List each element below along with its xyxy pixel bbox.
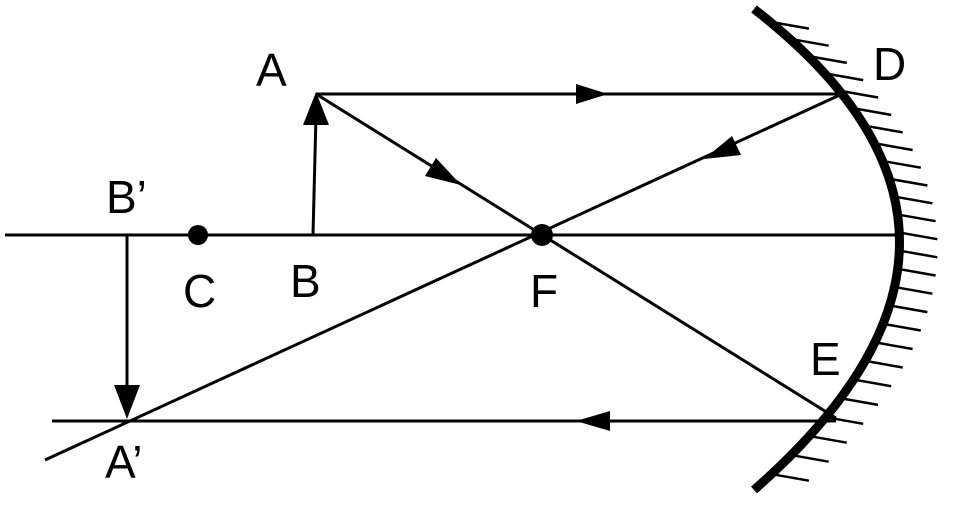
hatch-mark [868,360,903,369]
hatch-mark [812,435,848,444]
label-a-prime: A’ [105,436,143,488]
hatch-mark [903,231,938,241]
point-c [188,225,208,245]
image-arrow-head [114,385,140,419]
hatch-mark [828,72,864,82]
label-a: A [256,44,287,96]
hatch-mark [898,196,933,205]
label-f: F [530,265,558,317]
mirror-hatching [774,21,938,482]
hatch-mark [886,323,922,332]
label-b-prime: B’ [106,171,147,223]
hatch-mark [893,304,928,314]
hatch-mark [903,250,938,259]
hatch-mark [898,286,933,295]
point-f [531,224,553,246]
hatch-mark [856,378,892,388]
hatch-mark [868,125,903,134]
label-d: D [873,38,906,90]
hatch-mark [886,160,922,169]
hatch-mark [843,397,879,407]
label-c: C [183,265,216,317]
hatch-mark [901,213,936,223]
ray-e-to-a-prime-arrow [576,411,610,431]
hatch-mark [878,341,913,351]
hatch-mark [774,473,810,482]
hatch-mark [901,268,936,277]
concave-mirror [751,5,904,494]
ray-a-through-f-to-e [315,92,837,420]
label-e: E [810,333,841,385]
hatch-mark [794,454,829,463]
ray-a-to-f-arrow [425,158,461,185]
hatch-mark [878,142,913,152]
ray-d-to-f-arrow [704,136,741,159]
ray-a-to-d-arrow [576,84,608,104]
hatch-mark [843,90,879,99]
hatch-mark [774,21,810,30]
hatch-mark [893,178,928,187]
hatch-mark [856,107,892,117]
label-b: B [290,255,321,307]
object-arrow-head [303,92,329,125]
object-arrow [311,114,318,236]
hatch-mark [794,38,829,47]
hatch-mark [812,55,848,65]
